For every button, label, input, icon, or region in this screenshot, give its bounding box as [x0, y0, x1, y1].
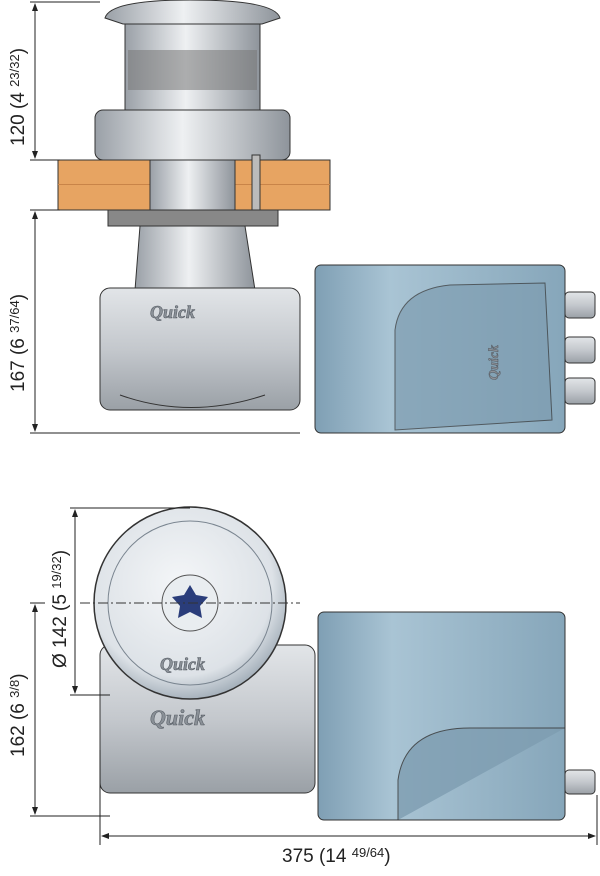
mounting-plate: [107, 209, 279, 227]
dimension-depth: 162 (6 3/8): [7, 673, 29, 757]
gearbox: [99, 287, 301, 411]
side-view: Quick Quick: [57, 0, 596, 434]
dimension-diameter: Ø 142 (5 19/32): [49, 550, 71, 668]
motor-logo: Quick: [487, 345, 502, 380]
cable-gland: [564, 769, 596, 795]
top-view: Quick Quick: [80, 506, 596, 821]
shaft: [149, 159, 236, 211]
brand-logo: Quick: [150, 302, 195, 322]
brand-logo-capstan: Quick: [160, 654, 205, 674]
dimension-height-base: 167 (6 37/64): [7, 294, 29, 392]
winch-handle-socket-icon: [172, 585, 208, 618]
cable-glands: [564, 291, 596, 405]
brand-logo-gearbox: Quick: [150, 705, 205, 730]
capstan-base: [94, 109, 291, 161]
dimension-length: 375 (14 49/64): [282, 845, 391, 867]
dimension-height-top: 120 (4 23/32): [7, 48, 29, 146]
motor-top: [317, 611, 566, 821]
capstan-cap: [104, 0, 281, 25]
dimension-lines: [30, 1, 598, 845]
